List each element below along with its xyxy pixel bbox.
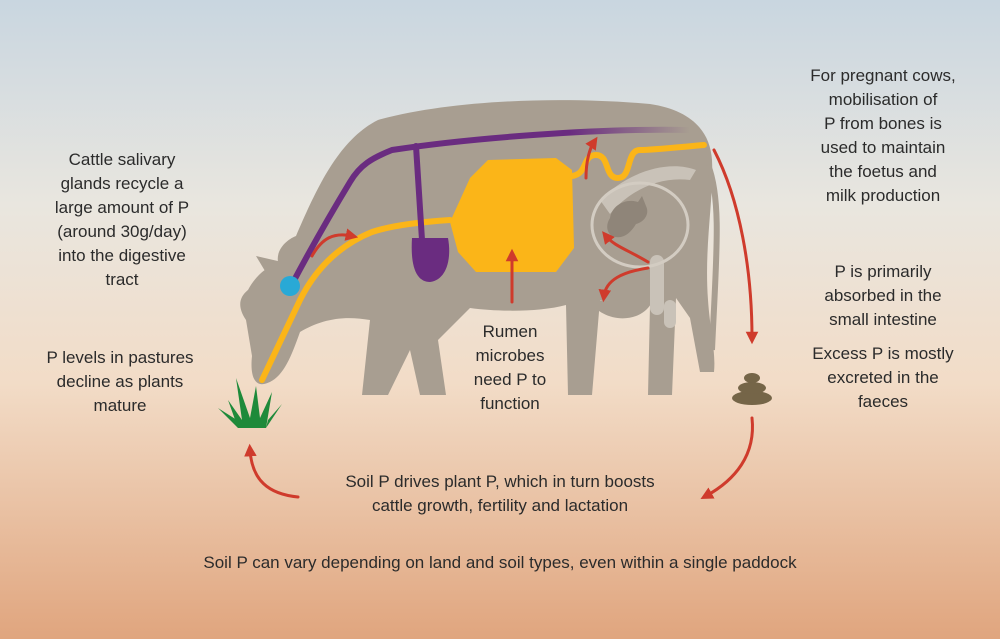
rumen-icon — [450, 158, 574, 272]
flow-arrows — [244, 136, 759, 500]
ribcage-outline — [590, 181, 690, 269]
absorption-label: P is primarily absorbed in the small int… — [824, 262, 942, 329]
milk-arrow-icon — [598, 266, 650, 303]
foetus-icon — [607, 196, 648, 238]
soil-arrow-icon — [700, 416, 754, 500]
saliva-branch — [413, 143, 425, 243]
grass-tuft-icon — [218, 378, 282, 428]
pregnant-cows-label: For pregnant cows, mobilisation of P fro… — [810, 66, 956, 205]
bones-graphic — [600, 166, 696, 328]
foetus-arrow-icon — [602, 231, 650, 264]
saliva-path — [287, 126, 693, 291]
plant-arrow-icon — [244, 443, 300, 499]
saliva-label: Cattle salivary glands recycle a large a… — [54, 150, 190, 289]
excretion-label: Excess P is mostly excreted in the faece… — [812, 344, 954, 411]
soil-varies-label: Soil P can vary depending on land and so… — [203, 553, 797, 572]
excrete-arrow-icon — [712, 148, 759, 345]
recycle-arrow-icon — [310, 228, 359, 258]
mobilise-arrow-icon — [584, 136, 598, 180]
soil-drives-label: Soil P drives plant P, which in turn boo… — [345, 472, 655, 515]
dung-pile-icon — [732, 373, 772, 405]
pastures-label: P levels in pastures decline as plants m… — [46, 348, 194, 415]
salivary-gland-icon — [280, 276, 300, 296]
abomasum-icon — [411, 238, 450, 282]
rumen-label: Rumen microbes need P to function — [473, 322, 547, 413]
